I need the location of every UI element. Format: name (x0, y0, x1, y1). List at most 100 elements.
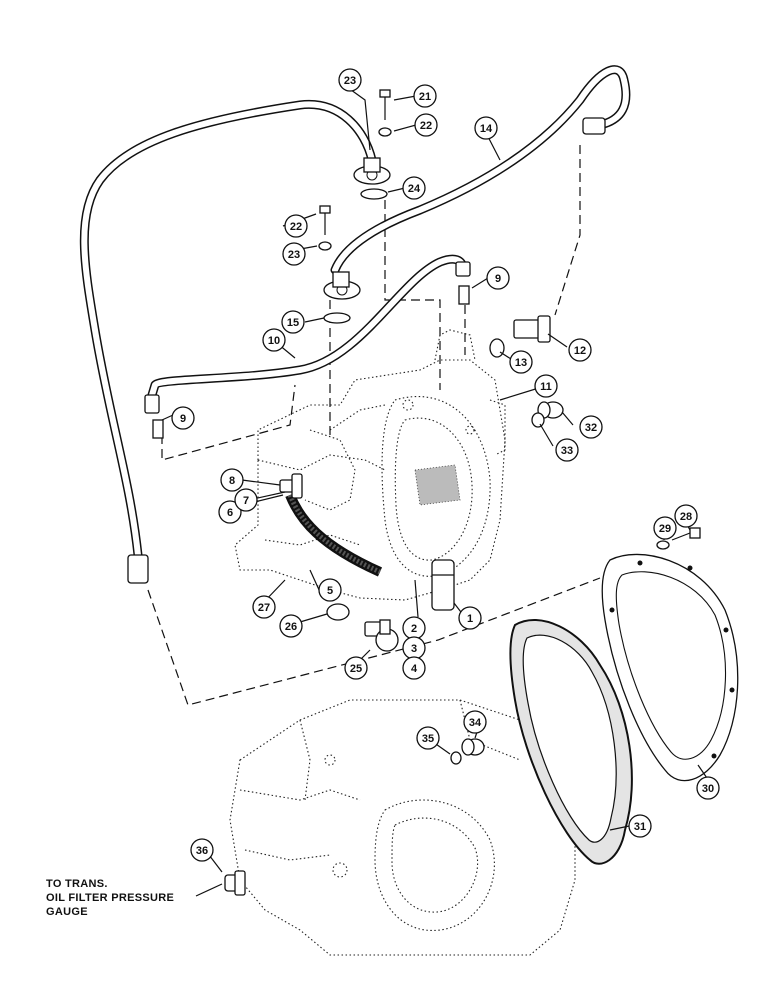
callout-label-26: 26 (285, 621, 297, 633)
callout-label-25: 25 (350, 663, 362, 675)
callout-bubble-22 (414, 113, 438, 137)
callout-label-28: 28 (680, 511, 692, 523)
callout-bubble-4 (402, 656, 426, 680)
callout-bubble-23 (338, 68, 362, 92)
dashed-leaders (147, 145, 601, 706)
flange-fitting-lower (323, 271, 361, 300)
callout-label-27: 27 (258, 602, 270, 614)
callout-label-7: 7 (243, 495, 249, 507)
tube-14 (330, 65, 631, 275)
hose-5 (285, 493, 383, 577)
valve-8-7-6 (279, 473, 303, 499)
callout-label-1: 1 (467, 613, 473, 625)
callout-label-22: 22 (290, 221, 302, 233)
callout-label-10: 10 (268, 335, 280, 347)
callout-bubble-15 (281, 310, 305, 334)
callout-label-14: 14 (480, 123, 493, 135)
callout-label-9: 9 (495, 273, 501, 285)
callout-bubble-26 (279, 614, 303, 638)
callout-group: 1234567899101112131415212222232324252627… (171, 68, 720, 862)
callout-label-34: 34 (469, 717, 482, 729)
callout-label-24: 24 (408, 183, 421, 195)
bolt-28 (671, 527, 701, 541)
elbow-fitting-25 (364, 619, 399, 652)
bolt-22 (319, 205, 331, 235)
callout-label-4: 4 (411, 663, 418, 675)
fitting-12 (513, 315, 551, 343)
plug-34 (461, 738, 485, 756)
gasket-31 (509, 619, 633, 865)
callout-label-36: 36 (196, 845, 208, 857)
callout-label-31: 31 (634, 821, 646, 833)
callout-bubble-6 (218, 500, 242, 524)
callout-bubble-35 (416, 726, 440, 750)
callout-label-32: 32 (585, 422, 597, 434)
nipple-9-right (458, 285, 470, 305)
washer-23 (318, 241, 332, 251)
callout-label-35: 35 (422, 733, 434, 745)
callout-bubble-32 (579, 415, 603, 439)
callout-bubble-28 (674, 504, 698, 528)
callout-bubble-36 (190, 838, 214, 862)
sender-1 (431, 559, 455, 611)
callout-bubble-29 (653, 516, 677, 540)
callout-label-6: 6 (227, 507, 233, 519)
washer-22 (378, 127, 392, 137)
callout-label-22: 22 (420, 120, 432, 132)
o-ring-24 (360, 188, 388, 200)
note-text: TO TRANS. OIL FILTER PRESSURE GAUGE (46, 878, 174, 918)
callout-label-29: 29 (659, 523, 671, 535)
callout-label-23: 23 (344, 75, 356, 87)
note-line-3: GAUGE (46, 906, 88, 918)
callout-label-9: 9 (180, 413, 186, 425)
callout-bubble-22 (284, 214, 308, 238)
callout-bubble-23 (282, 242, 306, 266)
o-ring-33 (531, 412, 545, 428)
callout-label-3: 3 (411, 643, 417, 655)
callout-bubble-13 (509, 350, 533, 374)
callout-label-23: 23 (288, 249, 300, 261)
callout-bubble-1 (458, 606, 482, 630)
callout-bubble-7 (234, 488, 258, 512)
note-line-1: TO TRANS. (46, 878, 108, 890)
callout-bubble-33 (555, 438, 579, 462)
bolt-21 (379, 89, 391, 120)
callout-label-15: 15 (287, 317, 299, 329)
callout-bubble-9 (171, 406, 195, 430)
cover-30 (601, 553, 739, 782)
callout-label-5: 5 (327, 585, 333, 597)
callout-label-2: 2 (411, 623, 417, 635)
o-ring-13 (489, 338, 505, 358)
callout-bubble-12 (568, 338, 592, 362)
callout-bubble-11 (534, 374, 558, 398)
tube-10 (144, 254, 471, 414)
flange-fitting-upper (353, 157, 391, 185)
tube-23 (79, 99, 377, 584)
o-ring-15 (323, 312, 351, 324)
callout-label-11: 11 (540, 381, 552, 393)
callout-bubble-24 (402, 176, 426, 200)
callout-bubble-31 (628, 814, 652, 838)
note-line-2: OIL FILTER PRESSURE (46, 892, 174, 904)
callout-bubble-27 (252, 595, 276, 619)
callout-bubble-34 (463, 710, 487, 734)
nipple-9-left (152, 419, 164, 439)
callout-label-33: 33 (561, 445, 573, 457)
callout-bubble-30 (696, 776, 720, 800)
plug-36 (224, 870, 246, 896)
callout-bubble-14 (474, 116, 498, 140)
callout-bubble-25 (344, 656, 368, 680)
callout-bubble-10 (262, 328, 286, 352)
callout-label-13: 13 (515, 357, 527, 369)
callout-label-8: 8 (229, 475, 235, 487)
o-ring-35 (450, 751, 462, 765)
callout-label-12: 12 (574, 345, 586, 357)
callout-bubble-5 (318, 578, 342, 602)
callout-label-30: 30 (702, 783, 714, 795)
callout-label-21: 21 (419, 91, 431, 103)
callout-bubble-21 (413, 84, 437, 108)
transmission-housing (234, 329, 506, 601)
washer-29 (656, 540, 670, 550)
callout-bubble-8 (220, 468, 244, 492)
